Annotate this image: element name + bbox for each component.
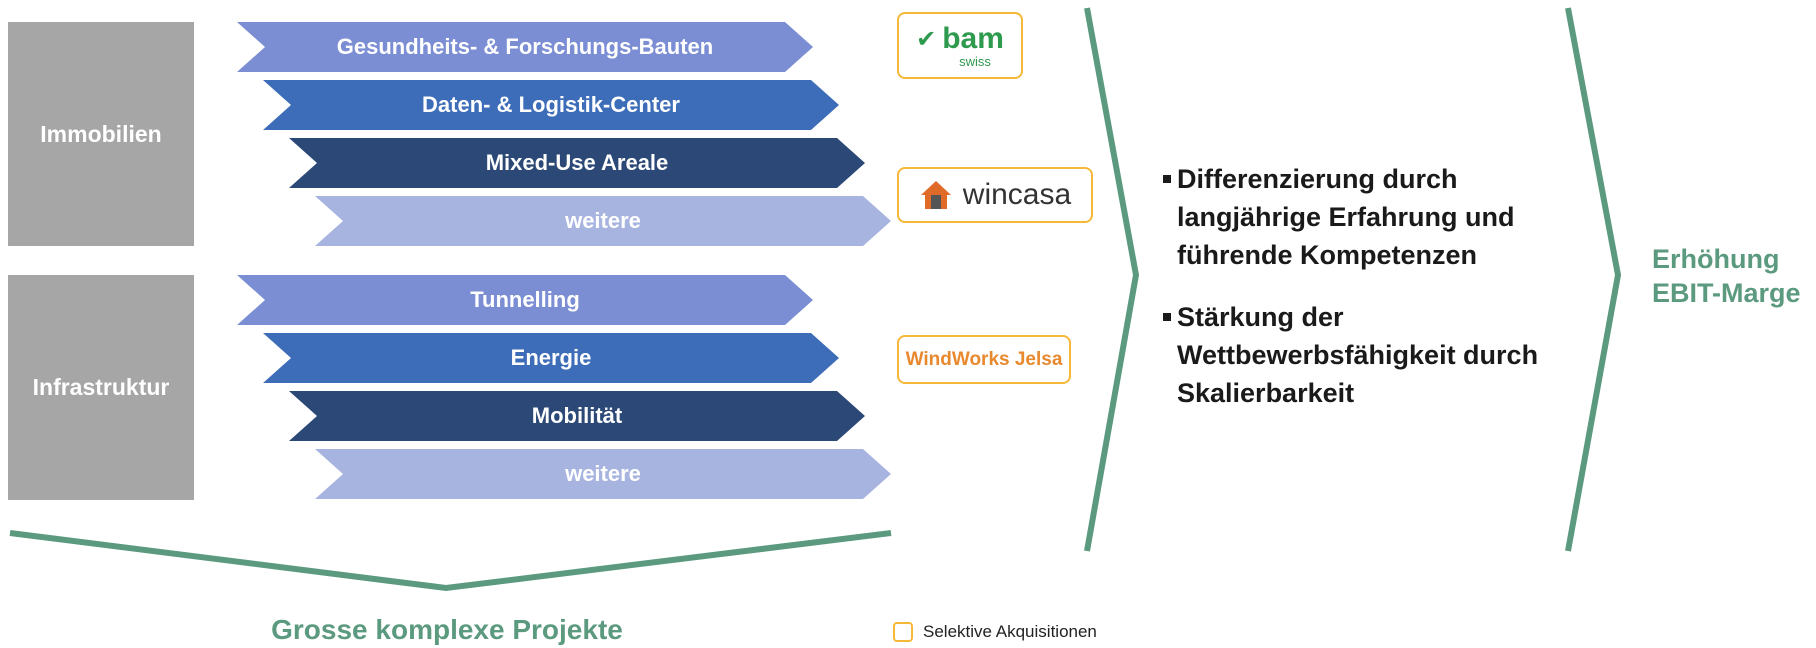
category-infrastruktur: Infrastruktur bbox=[8, 275, 194, 500]
legend-swatch bbox=[893, 622, 913, 642]
category-label: Infrastruktur bbox=[32, 374, 170, 400]
segment-chevron: Mobilität bbox=[289, 391, 865, 441]
result-label: Erhöhung EBIT-Marge bbox=[1652, 244, 1801, 308]
segment-chevron: weitere bbox=[315, 196, 891, 246]
segment-chevron: Mixed-Use Areale bbox=[289, 138, 865, 188]
list-item: Stärkung der Wettbewerbsfähigkeit durch … bbox=[1163, 298, 1563, 412]
bam-icon: ✔ bbox=[916, 25, 937, 53]
logo-windworks: WindWorks Jelsa bbox=[897, 335, 1071, 384]
segment-chevron: Tunnelling bbox=[237, 275, 813, 325]
segment-chevron: Energie bbox=[263, 333, 839, 383]
bottom-label: Grosse komplexe Projekte bbox=[271, 614, 623, 645]
logo-bam: ✔ bam swiss bbox=[897, 12, 1023, 79]
segment-chevron: weitere bbox=[315, 449, 891, 499]
bottom-bracket bbox=[9, 530, 892, 592]
category-label: Immobilien bbox=[40, 120, 162, 147]
segment-chevron: Daten- & Logistik-Center bbox=[263, 80, 839, 130]
benefit-list: Differenzierung durch langjährige Erfahr… bbox=[1163, 160, 1563, 436]
list-item: Differenzierung durch langjährige Erfahr… bbox=[1163, 160, 1563, 274]
house-icon bbox=[920, 181, 951, 209]
segment-chevron: Gesundheits- & Forschungs-Bauten bbox=[237, 22, 813, 72]
arrow-chevron-1 bbox=[1084, 7, 1140, 552]
legend: Selektive Akquisitionen bbox=[893, 622, 1097, 642]
bullet-icon bbox=[1163, 175, 1171, 183]
category-immobilien: Immobilien bbox=[8, 22, 194, 246]
logo-wincasa: wincasa bbox=[897, 167, 1093, 223]
bullet-icon bbox=[1163, 313, 1171, 321]
arrow-chevron-2 bbox=[1565, 7, 1622, 552]
